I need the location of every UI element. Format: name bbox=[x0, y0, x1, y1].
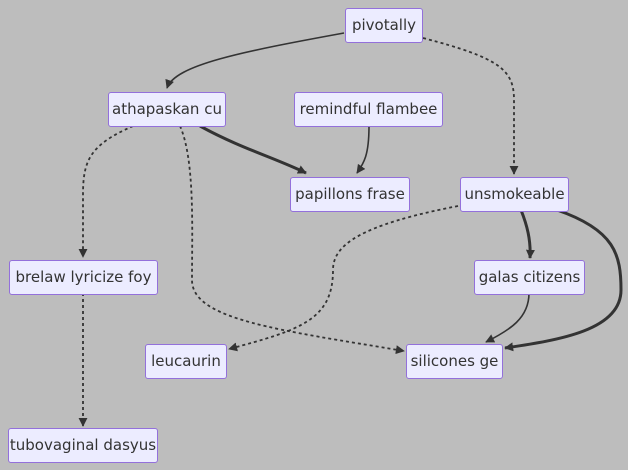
node-pivotally[interactable]: pivotally bbox=[345, 8, 423, 43]
node-papillons-frase[interactable]: papillons frase bbox=[290, 177, 410, 212]
node-tubovaginal-dasyus[interactable]: tubovaginal dasyus bbox=[8, 428, 158, 463]
edge-galas-silicones bbox=[485, 292, 530, 343]
edge-athapaskan-silicones bbox=[179, 125, 405, 355]
node-leucaurin[interactable]: leucaurin bbox=[145, 344, 227, 379]
edge-remindful-papillons bbox=[356, 125, 370, 174]
edge-unsmokeable-galas bbox=[519, 209, 535, 259]
edge-unsmokeable-silicones bbox=[504, 208, 623, 352]
edge-pivotally-athapaskan bbox=[165, 32, 345, 89]
node-unsmokeable[interactable]: unsmokeable bbox=[460, 177, 569, 212]
edge-unsmokeable-leucaurin bbox=[228, 205, 459, 352]
node-remindful-flambee[interactable]: remindful flambee bbox=[294, 92, 443, 127]
node-silicones-ge[interactable]: silicones ge bbox=[406, 344, 503, 379]
edge-athapaskan-brelaw bbox=[78, 125, 134, 258]
edge-athapaskan-papillons bbox=[199, 124, 307, 175]
node-brelaw-lyricize-foy[interactable]: brelaw lyricize foy bbox=[9, 260, 158, 295]
node-athapaskan-cu[interactable]: athapaskan cu bbox=[108, 92, 226, 127]
edge-pivotally-unsmokeable bbox=[422, 37, 519, 175]
node-galas-citizens[interactable]: galas citizens bbox=[474, 260, 585, 295]
